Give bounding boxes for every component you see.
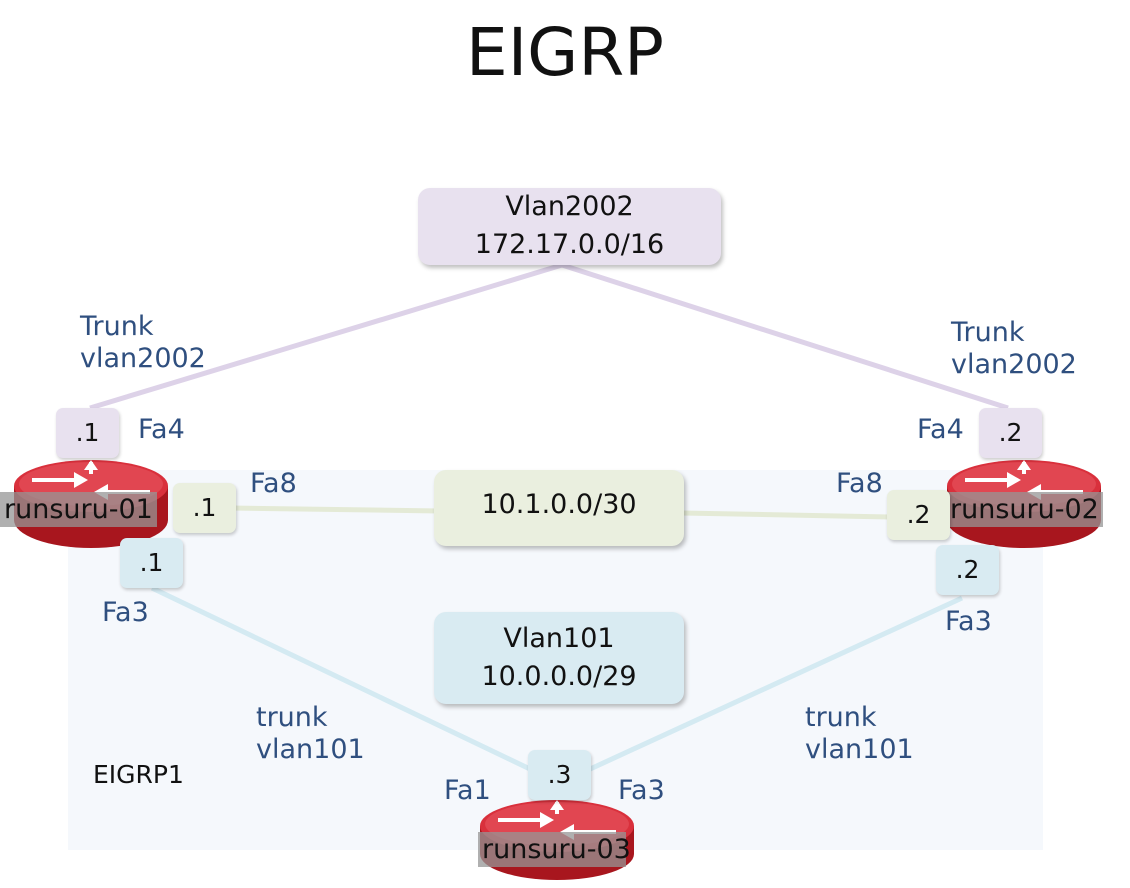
link-r1-vlan101 xyxy=(150,585,534,773)
r2-if-vlan101: Fa3 xyxy=(945,606,992,637)
r1-trunk-vlan101-label: trunk vlan101 xyxy=(256,702,365,765)
network-vlan2002: Vlan2002 172.17.0.0/16 xyxy=(418,188,721,265)
link-r1-p2p xyxy=(231,505,441,514)
link-r2-vlan101 xyxy=(586,595,964,773)
r2-if-vlan2002: Fa4 xyxy=(917,414,964,445)
r1-vlan2002-address: .1 xyxy=(56,408,119,458)
r3-if-right: Fa3 xyxy=(618,775,665,806)
r2-if-p2p: Fa8 xyxy=(836,468,883,499)
r2-trunk-label: Trunk vlan2002 xyxy=(951,317,1077,380)
r1-if-vlan101: Fa3 xyxy=(102,597,149,628)
r1-trunk-label: Trunk vlan2002 xyxy=(80,311,206,374)
network-vlan101: Vlan101 10.0.0.0/29 xyxy=(434,612,684,704)
network-vlan101-name: Vlan101 xyxy=(503,623,615,654)
network-p2p-subnet: 10.1.0.0/30 xyxy=(481,489,637,520)
link-r1-vlan2002 xyxy=(89,262,563,411)
router-r2-hostname: runsuru-02 xyxy=(946,492,1103,527)
r2-p2p-address: .2 xyxy=(887,490,950,540)
r3-vlan101-address: .3 xyxy=(528,750,591,800)
diagram-title: EIGRP xyxy=(466,14,664,91)
r2-trunk-vlan101-label: trunk vlan101 xyxy=(805,702,914,765)
r1-vlan101-address: .1 xyxy=(120,538,183,588)
r2-vlan2002-address: .2 xyxy=(979,408,1042,458)
r1-if-p2p: Fa8 xyxy=(250,468,297,499)
r2-vlan101-address: .2 xyxy=(936,545,999,595)
network-vlan2002-subnet: 172.17.0.0/16 xyxy=(474,229,665,260)
network-vlan101-subnet: 10.0.0.0/29 xyxy=(481,661,637,692)
eigrp-area-label: EIGRP1 xyxy=(93,760,184,789)
r1-p2p-address: .1 xyxy=(173,483,236,533)
network-vlan2002-name: Vlan2002 xyxy=(505,191,634,222)
link-r2-vlan2002 xyxy=(561,262,1009,411)
network-p2p: 10.1.0.0/30 xyxy=(434,470,684,546)
r3-if-left: Fa1 xyxy=(444,775,491,806)
link-r2-p2p xyxy=(681,510,891,520)
r1-if-vlan2002: Fa4 xyxy=(138,414,185,445)
router-r3-hostname: runsuru-03 xyxy=(478,832,631,867)
router-r1-hostname: runsuru-01 xyxy=(0,492,157,527)
